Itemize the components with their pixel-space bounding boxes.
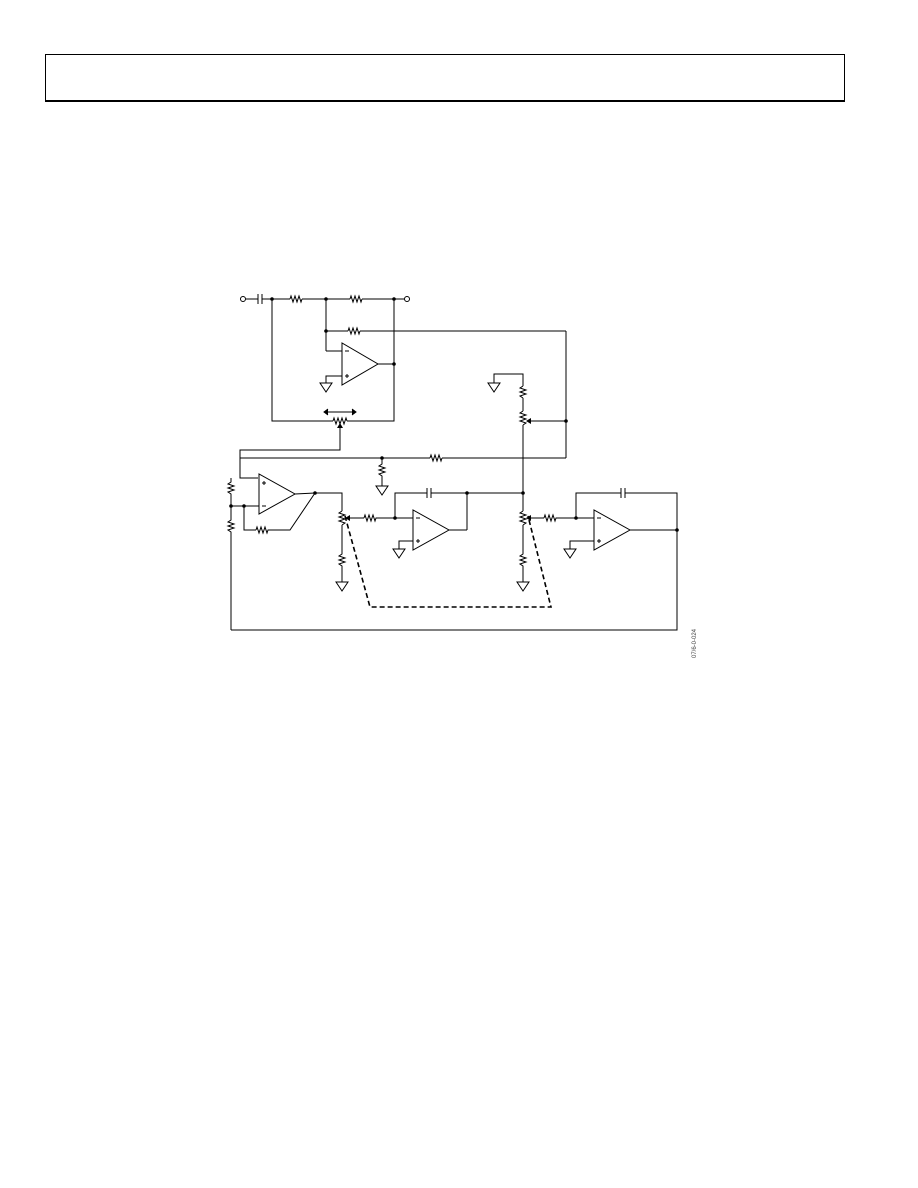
- opamp-3: [412, 509, 451, 551]
- resistor-feedback-2: [255, 492, 316, 535]
- resistor-left-pot-ground: [337, 525, 347, 582]
- ganged-pot-link: [344, 515, 553, 608]
- resistor-left-upper: [226, 478, 236, 506]
- wire-integrator2-cap-left: [575, 492, 621, 518]
- wire-ground-2: [493, 373, 524, 386]
- wire-bottom-return: [231, 530, 678, 631]
- ground-symbol-1: [319, 382, 333, 393]
- opamp-4: [593, 509, 632, 551]
- ground-symbol-5: [392, 548, 406, 559]
- opamp-1: [341, 342, 379, 386]
- resistor-right-pot-ground: [518, 525, 528, 582]
- ground-symbol-2: [487, 382, 501, 393]
- resistor-feedback-1: [347, 326, 361, 336]
- figure-id-label: 07/6-0-024: [692, 628, 698, 658]
- potentiometer-right: [518, 510, 528, 526]
- wire-opamp2-feedback: [243, 506, 256, 531]
- wire-opamp1-noninv: [325, 375, 342, 383]
- page-header-box: [45, 54, 845, 102]
- input-capacitor: [257, 294, 263, 304]
- output-terminal: [404, 296, 410, 302]
- opamp2-output: [294, 492, 316, 495]
- ground-symbol-4: [335, 581, 349, 592]
- wire-left-loop: [271, 299, 333, 422]
- resistor-mid: [429, 453, 443, 463]
- potentiometer-upper-right: [518, 410, 528, 426]
- balance-adjust-arrow-icon: [323, 408, 357, 416]
- ground-symbol-6: [516, 581, 530, 592]
- ground-symbol-3: [375, 485, 389, 496]
- resistor-integrator-2-input: [543, 513, 576, 523]
- resistor-integrator-1-input: [363, 513, 395, 523]
- resistor-top-series: [349, 294, 363, 304]
- resistor-upper-right: [518, 385, 528, 399]
- input-terminal: [240, 296, 258, 302]
- potentiometer-left: [337, 510, 347, 526]
- resistor-input: [289, 294, 303, 304]
- wire-pot-wiper: [239, 426, 341, 479]
- resistor-mid-ground: [377, 458, 387, 486]
- resistor-left-lower: [226, 506, 236, 630]
- ground-symbol-7: [563, 548, 577, 559]
- wire-right-loop: [347, 299, 395, 422]
- wire-integrator1-cap-left: [394, 492, 427, 518]
- integrator-2-capacitor: [620, 488, 626, 498]
- integrator-1-capacitor: [426, 488, 432, 498]
- opamp-2: [258, 473, 297, 515]
